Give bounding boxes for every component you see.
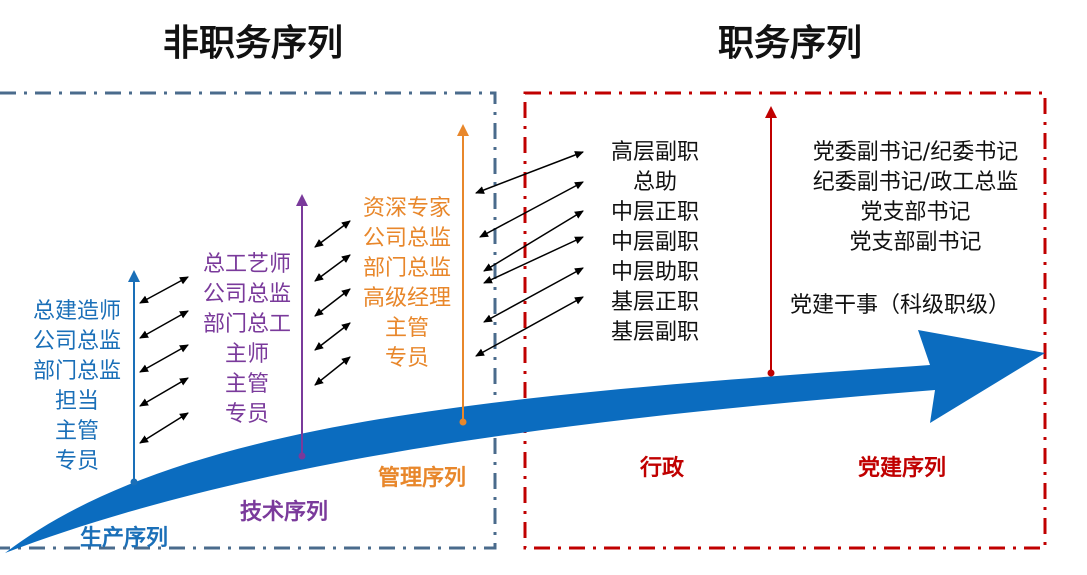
party-items: 党委副书记/纪委书记 纪委副书记/政工总监 党支部书记 党支部副书记 [793,138,1038,258]
technical-item: 总工艺师 [202,252,291,277]
production-item: 部门总监 [32,359,121,384]
production-item: 总建造师 [32,299,121,324]
management-item: 专员 [384,346,429,371]
party-item: 纪委副书记/政工总监 [812,170,1019,195]
production-technical-links [139,276,189,444]
admin-item: 基层正职 [610,290,699,315]
admin-item: 中层助职 [610,260,699,285]
production-item: 担当 [54,389,99,414]
party-item: 党委副书记/纪委书记 [812,140,1019,165]
management-label: 管理序列 [378,466,467,491]
admin-item: 总助 [632,170,677,195]
management-admin-links [475,151,584,357]
admin-label: 行政 [640,456,685,481]
production-items: 总建造师 公司总监 部门总监 担当 主管 专员 [22,297,132,477]
heading-position: 职务序列 [718,23,863,64]
admin-item: 基层副职 [610,320,699,345]
production-item: 主管 [54,419,99,444]
admin-item: 中层副职 [610,230,699,255]
party-extra-item: 党建干事（科级职级） [790,293,1011,318]
production-item: 专员 [54,449,99,474]
growth-arrow [5,330,1045,553]
technical-items: 总工艺师 公司总监 部门总工 主师 主管 专员 [192,250,302,430]
technical-item: 部门总工 [202,312,291,337]
party-item: 党支部副书记 [849,230,982,255]
management-items: 资深专家 公司总监 部门总监 高级经理 主管 专员 [352,194,462,374]
frame-non-position [0,91,497,550]
party-item: 党支部书记 [860,200,971,225]
technical-management-links [314,220,351,386]
technical-item: 主管 [224,372,269,397]
management-item: 资深专家 [362,196,451,221]
technical-item: 专员 [224,402,269,427]
technical-item: 主师 [224,342,269,367]
admin-item: 高层副职 [610,140,699,165]
management-item: 部门总监 [362,256,451,281]
admin-items: 高层副职 总助 中层正职 中层副职 中层助职 基层正职 基层副职 [600,138,710,348]
production-label: 生产序列 [80,526,169,551]
technical-label: 技术序列 [240,500,329,525]
production-item: 公司总监 [32,329,121,354]
management-item: 主管 [384,316,429,341]
party-label: 党建序列 [858,456,947,481]
admin-item: 中层正职 [610,200,699,225]
technical-item: 公司总监 [202,282,291,307]
management-item: 高级经理 [362,286,451,311]
management-item: 公司总监 [362,226,451,251]
heading-non-position: 非职务序列 [163,23,344,64]
